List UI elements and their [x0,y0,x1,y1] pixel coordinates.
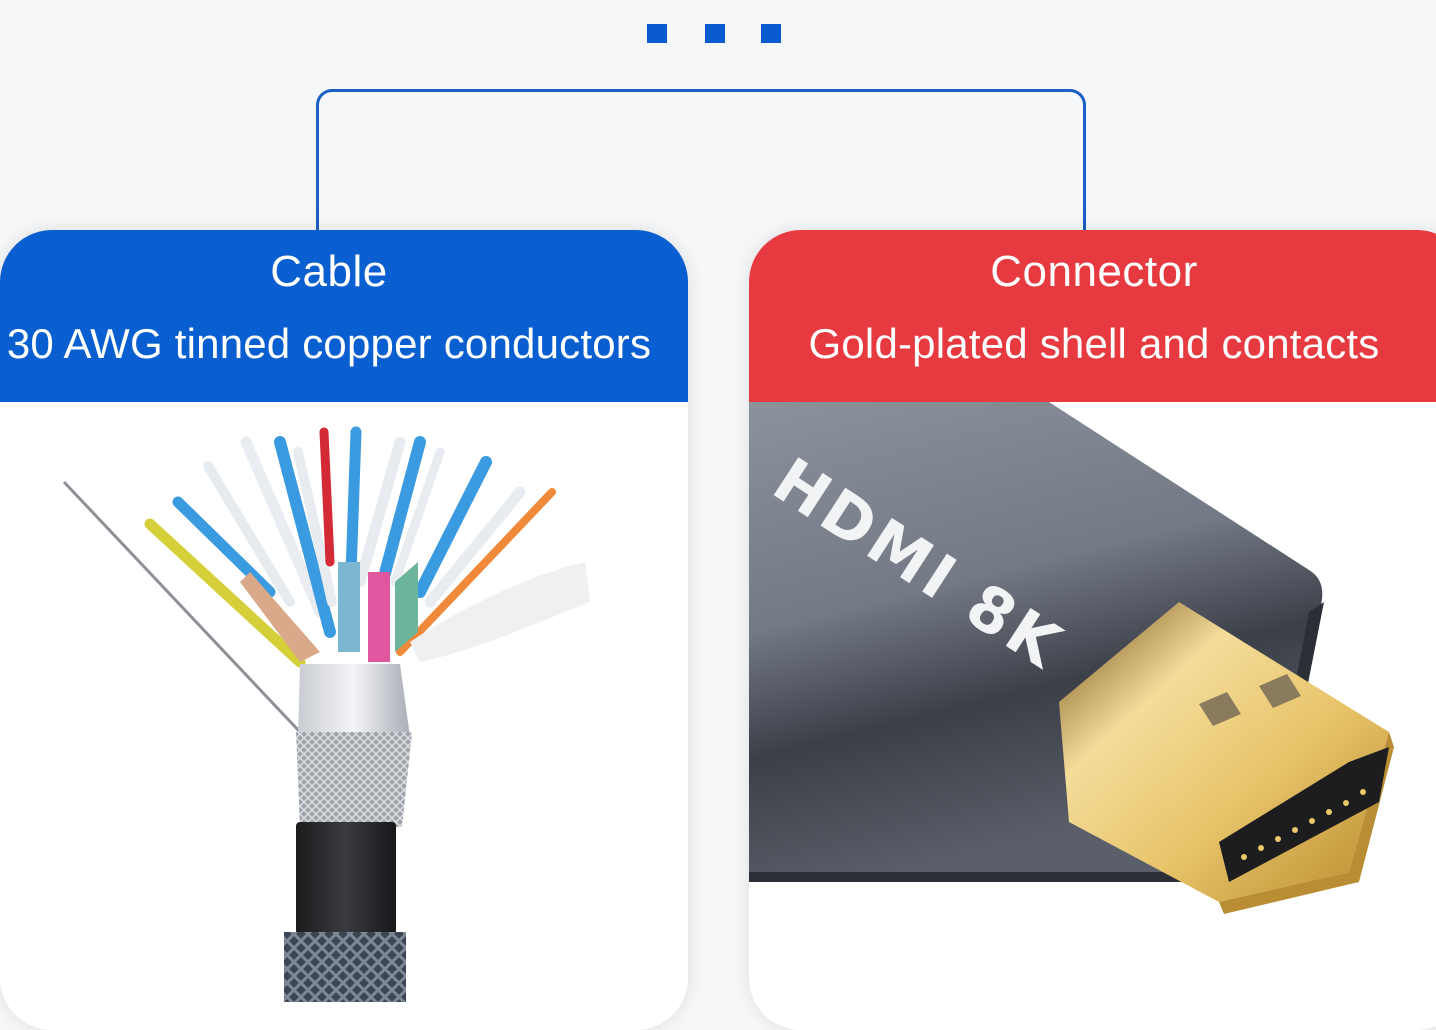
connector-panel-header: Connector Gold-plated shell and contacts [749,230,1436,402]
filler-yarn [410,562,590,662]
cable-image [0,402,688,1030]
page-dot[interactable] [705,24,725,43]
cable-panel: Cable 30 AWG tinned copper conductors [0,230,688,1030]
green-foil [395,562,418,652]
pink-foil [368,572,390,662]
bracket-connector-line [316,89,1086,239]
blue-foil [338,562,360,652]
wire-blue [172,496,276,598]
page-indicator [647,24,787,44]
wire-white [354,436,406,588]
foil-shield [298,664,410,737]
cable-panel-subtitle: 30 AWG tinned copper conductors [6,320,652,367]
cable-panel-header: Cable 30 AWG tinned copper conductors [0,230,688,402]
copper-foil [240,572,320,662]
wire-white [203,461,295,607]
connector-panel-title: Connector [990,247,1198,296]
connector-panel-subtitle: Gold-plated shell and contacts [808,320,1380,367]
wire-orange [396,488,556,656]
page-dot[interactable] [761,24,781,43]
wire-white [240,436,326,618]
drain-wire [62,480,302,734]
wire-blue [414,456,492,598]
wire-blue [274,436,336,638]
wire-yellow [144,518,306,668]
inner-jacket [296,822,396,942]
page-dot[interactable] [647,24,667,43]
connector-image: HDMI 8K [749,402,1436,1030]
wire-red [319,427,335,567]
wire-blue [374,436,426,598]
cable-illustration [62,426,590,1002]
wire-white [293,447,337,607]
plug-hole [1259,674,1301,708]
hdmi-connector-illustration: HDMI 8K [749,402,1394,914]
wire-white [424,486,526,608]
outer-braid-jacket [284,932,406,1002]
connector-panel: Connector Gold-plated shell and contacts… [749,230,1436,1030]
gold-plug-side [1219,732,1394,914]
contact-pins [1241,789,1366,860]
cable-panel-title: Cable [270,247,388,296]
plug-hole [1199,692,1241,726]
wire-white [390,447,445,587]
braided-shield [296,732,412,827]
wire-bundle [144,426,590,668]
